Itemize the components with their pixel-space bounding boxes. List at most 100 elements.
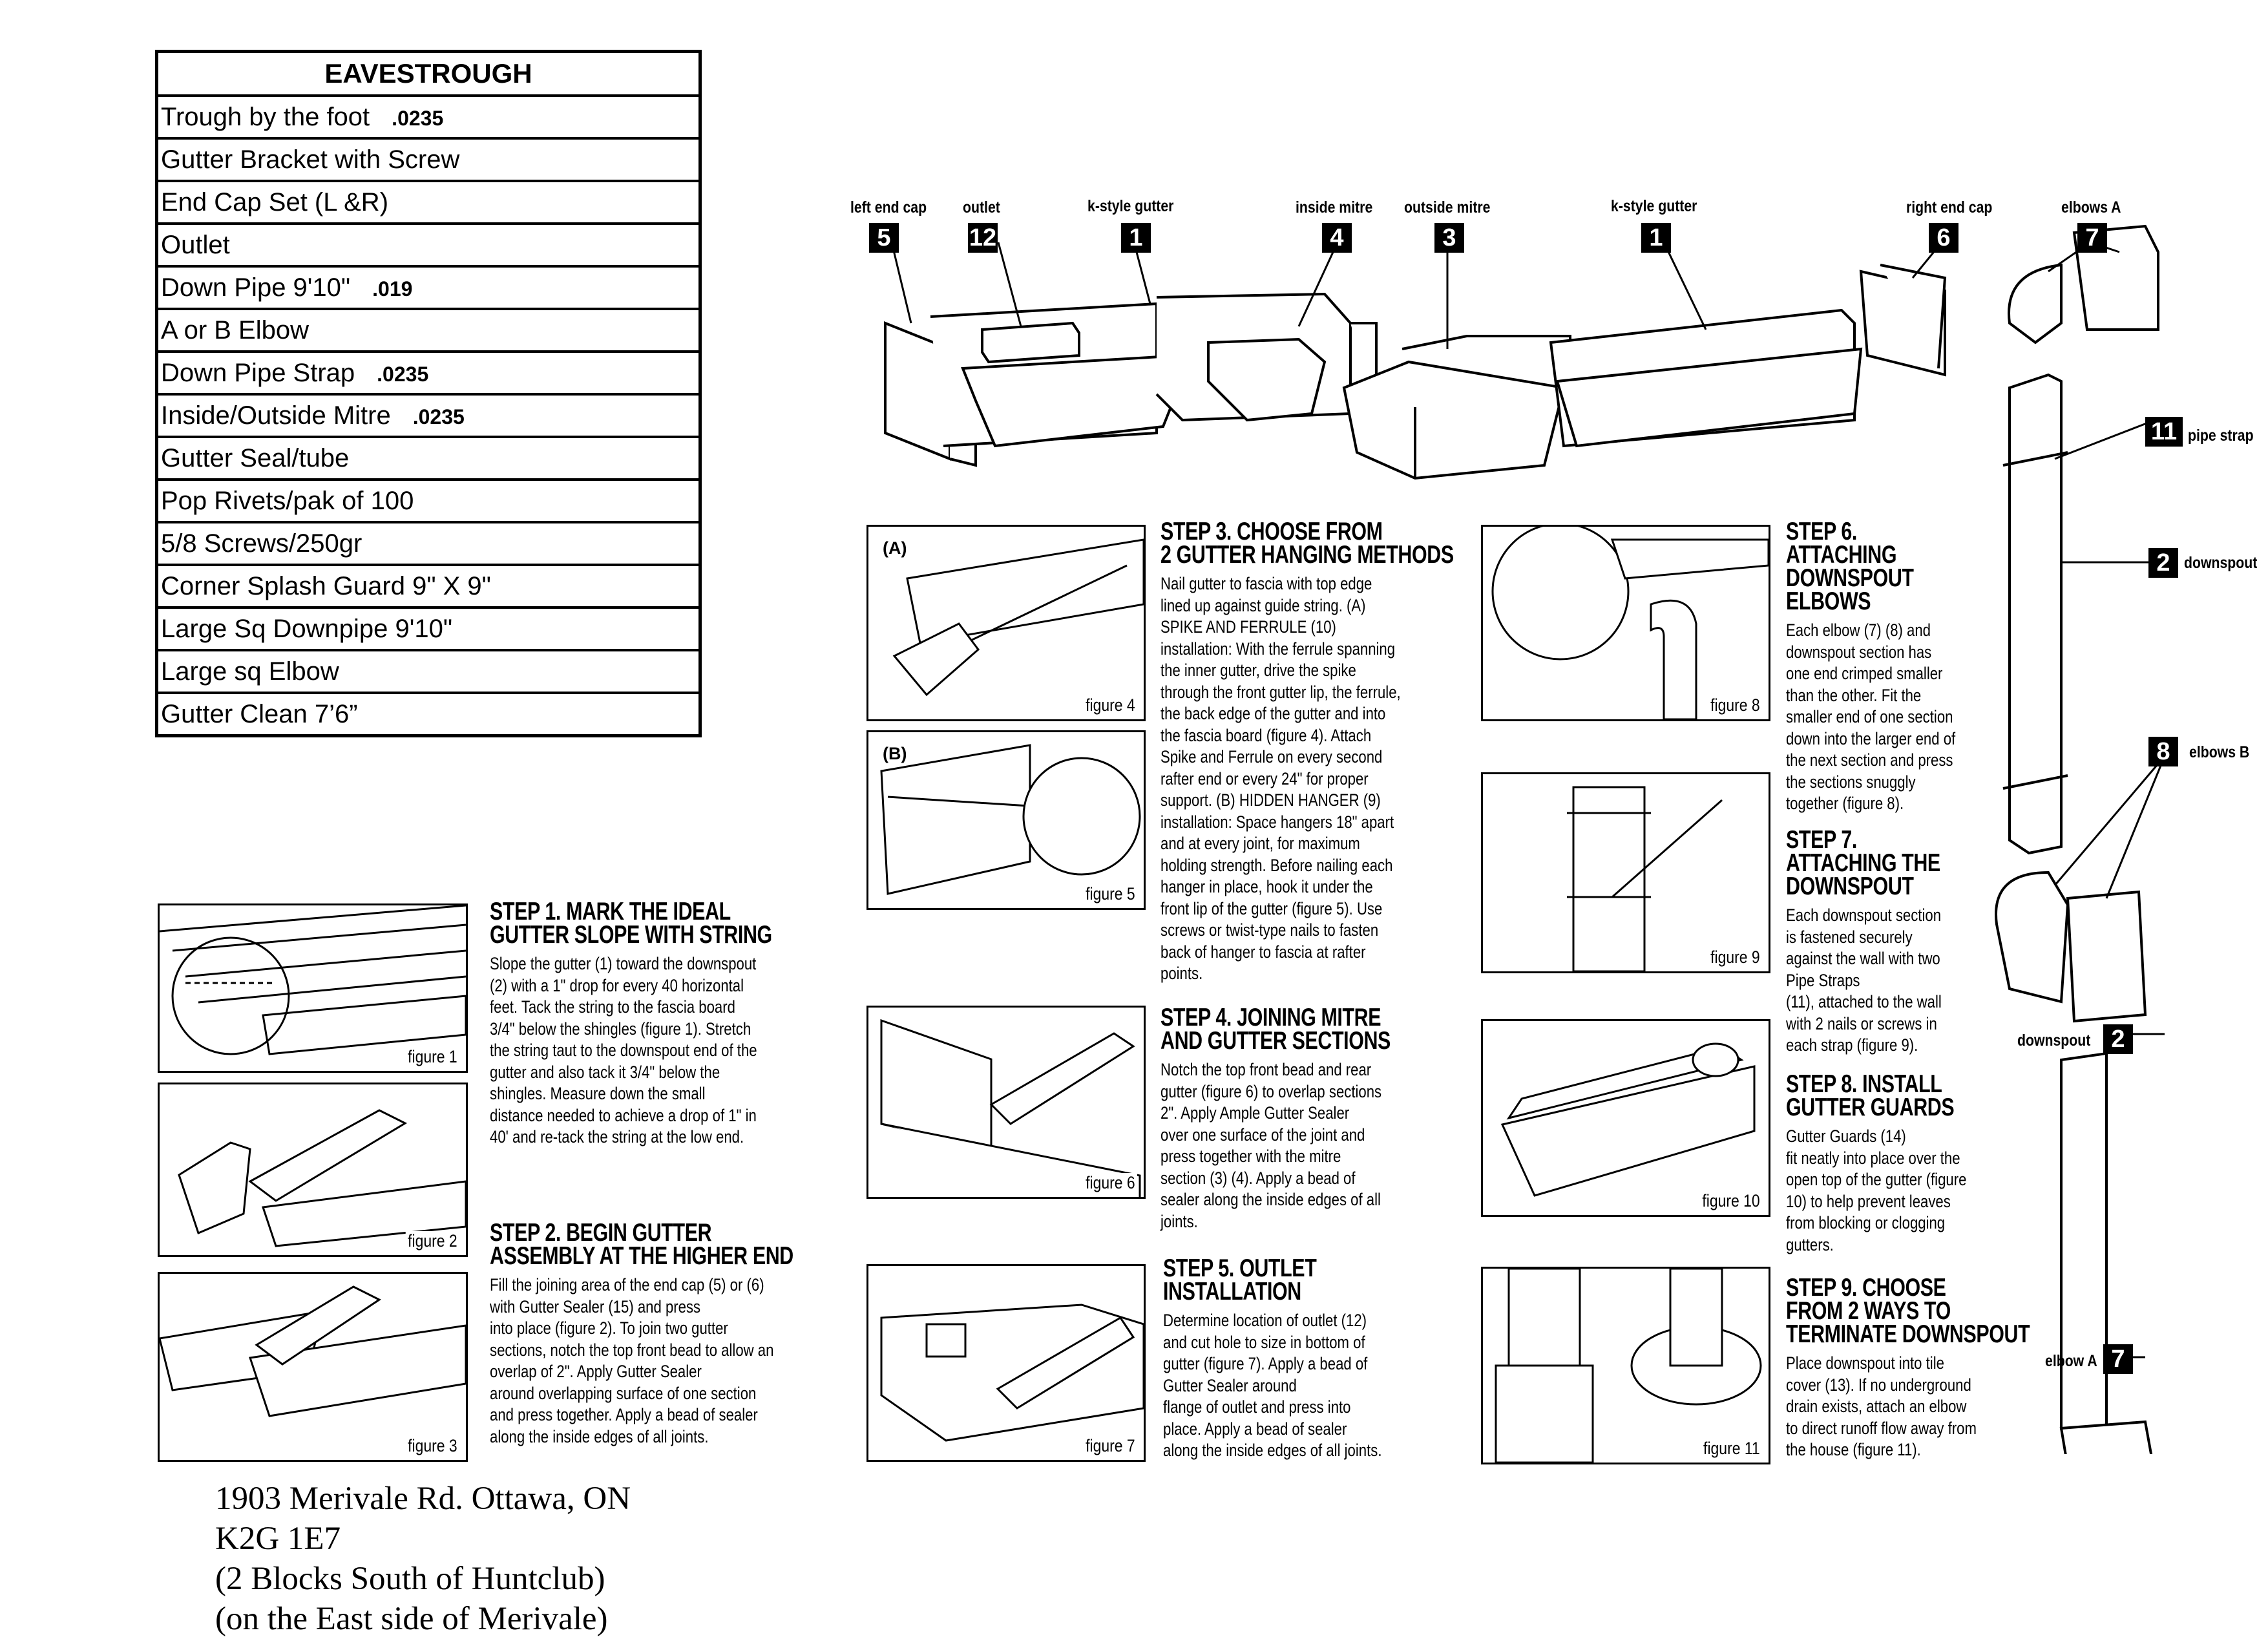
item-price: .0235 [377,362,429,386]
part-number-downspout-1: 2 [2148,548,2178,578]
part-number-pipe-strap: 11 [2145,417,2183,447]
address-line-3: (2 Blocks South of Huntclub) [215,1561,605,1597]
figure-7: figure 7 [866,1264,1146,1462]
item-name: Gutter Clean 7’6” [161,699,358,728]
downspout-termination-illustration [1495,1269,1762,1463]
label-elbows-b: elbows B [2189,743,2250,761]
spike-ferrule-illustration [892,538,1144,697]
item-name: Down Pipe 9'10" [161,273,351,302]
step-1-title: MARK THE IDEAL GUTTER SLOPE WITH STRING [490,898,772,949]
figure-9: figure 9 [1481,772,1770,973]
item-name: Corner Splash Guard 9" X 9" [161,571,491,600]
figure-7-caption: figure 7 [1083,1436,1137,1456]
table-row: 5/8 Screws/250gr [155,521,702,566]
step-5-body: Determine location of outlet (12) and cu… [1163,1311,1382,1460]
table-row: Down Pipe Strap.0235 [155,350,702,396]
label-outlet: outlet [963,198,1000,217]
label-right-end-cap: right end cap [1906,198,1993,217]
item-name: Trough by the foot [161,102,370,131]
label-downspout-2: downspout [2017,1031,2091,1050]
store-address: 1903 Merivale Rd. Ottawa, ON K2G 1E7 (2 … [215,1479,631,1639]
figure-6-caption: figure 6 [1083,1173,1137,1193]
step-9: STEP 9. CHOOSE FROM 2 WAYS TO TERMINATE … [1786,1274,2099,1461]
label-inside-mitre: inside mitre [1296,198,1373,217]
label-elbow-a-bottom: elbow A [2045,1352,2097,1370]
elbow-attaching-illustration [1491,527,1769,719]
figure-3-caption: figure 3 [405,1436,459,1456]
step-2-body: Fill the joining area of the end cap (5)… [490,1275,774,1446]
step-7-body: Each downspout section is fastened secur… [1786,905,1942,1055]
figure-4-caption: figure 4 [1083,695,1137,715]
part-number-gutter-2: 1 [1641,223,1671,253]
step-1: STEP 1. MARK THE IDEAL GUTTER SLOPE WITH… [490,898,852,1148]
step-8-number: STEP 8. [1786,1070,1858,1098]
figure-8-caption: figure 8 [1708,695,1762,715]
table-row: Large sq Elbow [155,649,702,694]
figure-6: figure 6 [866,1006,1146,1199]
table-row: Pop Rivets/pak of 100 [155,478,702,523]
step-6: STEP 6. ATTACHING DOWNSPOUT ELBOWS Each … [1786,518,1993,815]
label-pipe-strap: pipe strap [2188,427,2254,445]
figure-1-caption: figure 1 [405,1047,459,1067]
step-7-title: ATTACHING THE DOWNSPOUT [1786,849,1940,900]
figure-2: figure 2 [158,1083,468,1257]
step-4-title: JOINING MITRE AND GUTTER SECTIONS [1160,1004,1391,1055]
item-name: Outlet [161,230,230,259]
item-name: Gutter Bracket with Screw [161,145,460,174]
table-row: Down Pipe 9'10".019 [155,265,702,310]
part-number-outside-mitre: 3 [1434,223,1464,253]
table-row: End Cap Set (L &R) [155,180,702,225]
part-number-right-end-cap: 6 [1929,223,1958,253]
figure-5: (B) figure 5 [866,730,1146,910]
step-3-number: STEP 3. [1160,518,1232,545]
string-slope-illustration [160,905,466,1055]
table-title: EAVESTROUGH [155,50,702,97]
outlet-installation-illustration [880,1304,1144,1442]
figure-10-caption: figure 10 [1699,1191,1762,1211]
pipe-strap-illustration [1567,786,1723,971]
address-line-1: 1903 Merivale Rd. Ottawa, ON [215,1481,631,1517]
part-number-elbows-b: 8 [2148,737,2178,766]
part-number-elbow-a-bottom: 7 [2103,1344,2133,1374]
step-1-body: Slope the gutter (1) toward the downspou… [490,954,757,1146]
step-2-title: BEGIN GUTTER ASSEMBLY AT THE HIGHER END [490,1219,793,1270]
figure-3: figure 3 [158,1272,468,1462]
item-price: .0235 [412,405,465,428]
step-3: STEP 3. CHOOSE FROM 2 GUTTER HANGING MET… [1160,518,1537,985]
step-6-number: STEP 6. [1786,518,1858,545]
step-4: STEP 4. JOINING MITRE AND GUTTER SECTION… [1160,1004,1455,1232]
step-4-number: STEP 4. [1160,1004,1232,1031]
part-number-outlet: 12 [968,223,998,253]
step-9-number: STEP 9. [1786,1274,1858,1302]
mitre-joining-illustration [880,1019,1141,1197]
step-5-number: STEP 5. [1163,1254,1235,1282]
address-line-4: (on the East side of Merivale) [215,1601,608,1637]
table-row: Outlet [155,222,702,268]
figure-11-caption: figure 11 [1701,1439,1762,1459]
item-name: Large sq Elbow [161,657,339,686]
step-9-body: Place downspout into tile cover (13). If… [1786,1353,1977,1459]
table-row: Gutter Clean 7’6” [155,692,702,737]
step-5: STEP 5. OUTLET INSTALLATION Determine lo… [1163,1254,1430,1462]
part-number-elbows-a: 7 [2077,223,2107,253]
figure-4-tag: (A) [883,538,907,558]
step-8: STEP 8. INSTALL GUTTER GUARDS Gutter Gua… [1786,1070,2006,1256]
figure-10: figure 10 [1481,1019,1770,1217]
step-4-body: Notch the top front bead and rear gutter… [1160,1060,1382,1231]
part-number-downspout-2: 2 [2103,1024,2133,1054]
label-k-style-gutter-1: k-style gutter [1087,197,1174,215]
table-row: Large Sq Downpipe 9'10" [155,606,702,651]
step-5-title: OUTLET INSTALLATION [1163,1254,1317,1305]
part-number-inside-mitre: 4 [1322,223,1352,253]
step-3-body: Nail gutter to fascia with top edge line… [1160,574,1401,983]
step-6-title: ATTACHING DOWNSPOUT ELBOWS [1786,541,1914,615]
step-8-title: INSTALL GUTTER GUARDS [1786,1070,1955,1121]
table-row: A or B Elbow [155,308,702,353]
figure-5-caption: figure 5 [1083,884,1137,904]
table-row: Gutter Seal/tube [155,436,702,481]
step-8-body: Gutter Guards (14) fit neatly into place… [1786,1126,1967,1254]
label-downspout-1: downspout [2184,554,2258,572]
table-row: Inside/Outside Mitre.0235 [155,393,702,438]
figure-9-caption: figure 9 [1708,947,1762,967]
